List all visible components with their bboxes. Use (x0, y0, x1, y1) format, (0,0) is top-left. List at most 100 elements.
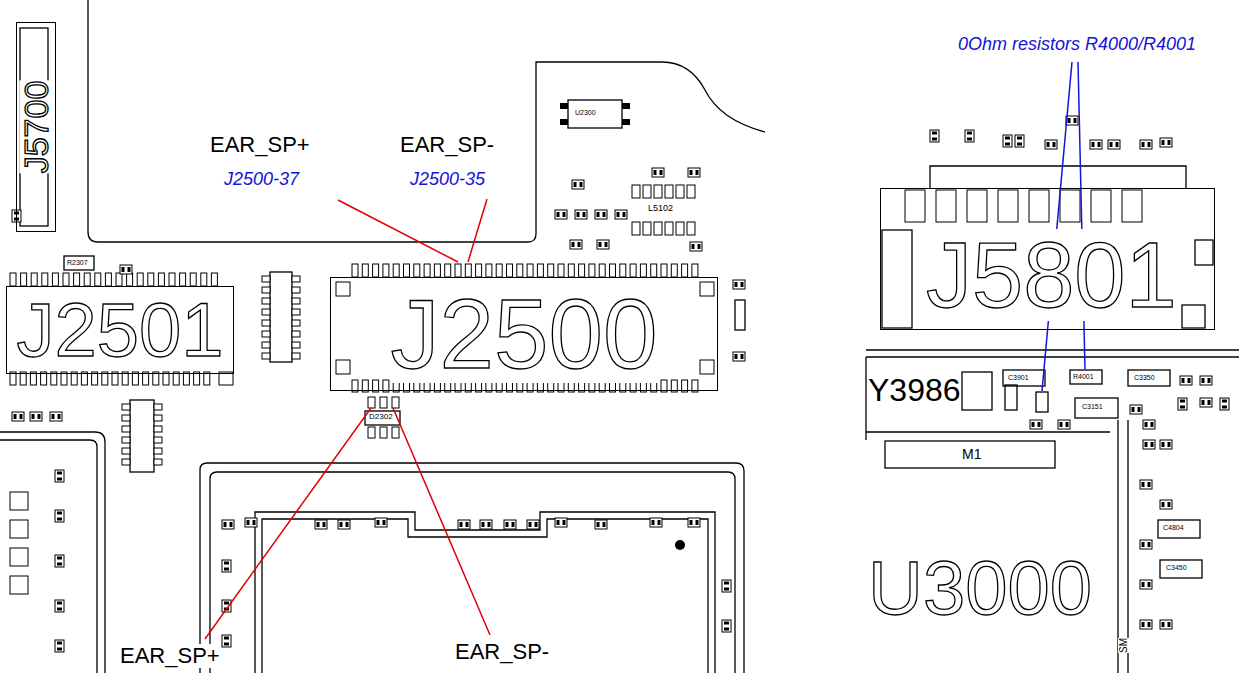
connector-pin (905, 190, 925, 222)
connector-pin (998, 190, 1018, 222)
board-drawing (885, 441, 1055, 468)
part-body (1130, 405, 1142, 414)
connector-pin (392, 427, 399, 438)
connector-pin (292, 353, 300, 359)
part-pad (597, 522, 600, 527)
part-pad (1182, 378, 1185, 383)
part-designator: U3000 (868, 546, 1092, 630)
smd-part (55, 510, 64, 522)
connector-pin (1060, 190, 1080, 222)
signal-name: EAR_SP+ (120, 644, 220, 668)
part-pad (57, 642, 62, 645)
part-body (12, 412, 24, 421)
part-pad (741, 354, 744, 359)
connector-pin (486, 264, 492, 277)
board-drawing (1127, 420, 1128, 673)
connector-pin (122, 437, 130, 443)
connector-pin (211, 273, 217, 286)
part-pad (32, 414, 35, 419)
part-body (480, 520, 492, 529)
connector-pin (692, 264, 698, 277)
connector-pin (558, 264, 564, 277)
board-drawing (210, 472, 735, 673)
part-pad (1222, 406, 1227, 409)
part-body (527, 520, 539, 529)
smd-part (1200, 398, 1212, 407)
part-pad (224, 568, 229, 571)
smd-part (555, 518, 567, 527)
smd-part (1200, 376, 1212, 385)
part-body (575, 210, 587, 219)
part-pad (14, 414, 17, 419)
part-pad (967, 138, 972, 141)
part-body (1015, 135, 1024, 147)
part-pad (460, 522, 463, 527)
board-drawing (270, 272, 292, 362)
smd-part (245, 518, 257, 527)
smd-part (595, 210, 607, 219)
part-pad (583, 212, 586, 217)
part-pad (57, 557, 62, 560)
part-pad (1202, 378, 1205, 383)
part-body (50, 412, 62, 421)
connector-pin (292, 320, 300, 326)
part-pad (1208, 400, 1211, 405)
part-pad (563, 520, 566, 525)
part-body (1140, 480, 1152, 489)
part-pad (57, 478, 62, 481)
part-body (222, 635, 231, 647)
connector-pin (1091, 190, 1111, 222)
part-pad (1148, 542, 1151, 547)
connector-pin (154, 426, 162, 432)
smd-part (1140, 540, 1152, 549)
connector-pin (700, 360, 714, 374)
connector-outline: J5700 (16, 22, 56, 232)
part-pad (1202, 400, 1205, 405)
connector-pin (292, 298, 300, 304)
part-pad (692, 244, 695, 249)
smd-part (1108, 140, 1120, 149)
part-pad (724, 622, 729, 625)
part-body (1140, 540, 1152, 549)
part-body (555, 518, 567, 527)
part-designator: M1 (962, 447, 981, 462)
part-pad (52, 414, 55, 419)
part-body (504, 520, 516, 529)
part-pad (1162, 442, 1165, 447)
smd-part (1220, 398, 1229, 410)
connector-pin (262, 320, 270, 326)
connector-pin (148, 273, 154, 286)
smd-part (1140, 620, 1152, 629)
part-body (652, 168, 664, 177)
connector-pin (154, 437, 162, 443)
part-body (595, 210, 607, 219)
smd-part (480, 520, 492, 529)
part-pad (535, 522, 538, 527)
part-pad (1168, 502, 1171, 507)
part-pad (578, 242, 581, 247)
connector-pin (665, 185, 673, 198)
part-body (245, 518, 257, 527)
part-pad (735, 354, 738, 359)
board-drawing (1078, 62, 1085, 369)
part-pad (603, 522, 606, 527)
connector-pin (654, 185, 662, 198)
part-pad (1116, 142, 1119, 147)
part-body (222, 560, 231, 572)
smd-part (1090, 140, 1102, 149)
part-pad (224, 562, 229, 565)
part-body (722, 580, 731, 592)
part-pad (735, 282, 738, 287)
part-pad (1148, 622, 1151, 627)
part-pad (1168, 622, 1171, 627)
part-body (1058, 420, 1070, 429)
part-pad (1098, 142, 1101, 147)
board-drawing (64, 256, 94, 270)
connector-pin (665, 222, 673, 235)
connector-pin (632, 185, 640, 198)
connector-pin (362, 264, 368, 277)
part-pad (1142, 142, 1145, 147)
connector-pin (630, 264, 636, 277)
connector-outline: J5801 (880, 188, 1215, 330)
